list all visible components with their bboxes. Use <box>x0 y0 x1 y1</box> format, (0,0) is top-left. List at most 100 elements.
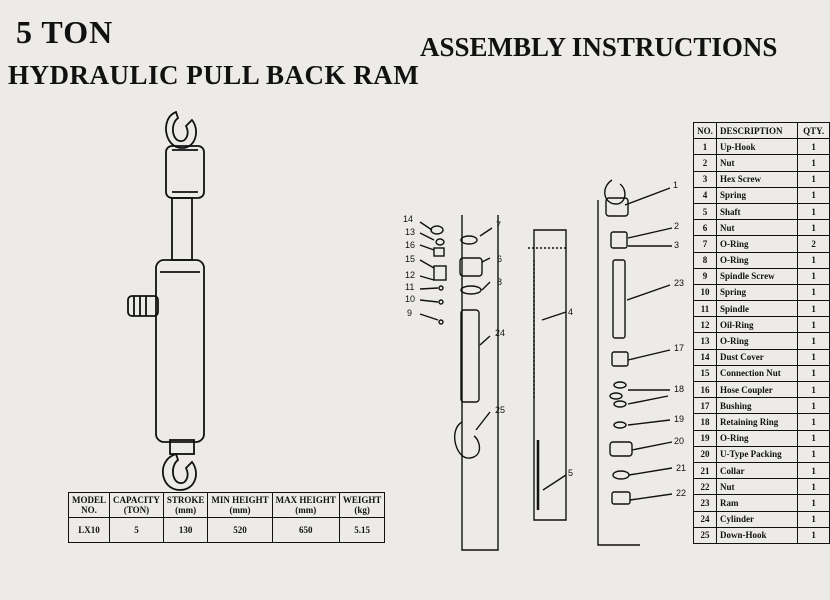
callout-14: 14 <box>403 214 414 224</box>
part-no: 19 <box>693 429 717 447</box>
part-description: U-Type Packing <box>715 445 799 463</box>
parts-header-description: DESCRIPTION <box>715 121 799 140</box>
part-qty: 1 <box>797 478 830 496</box>
part-qty: 1 <box>797 364 830 383</box>
callout-12: 12 <box>405 270 416 280</box>
spec-header-stroke: STROKE(mm) <box>162 492 209 518</box>
part-no: 24 <box>693 510 717 528</box>
spec-header-min-height: MIN HEIGHT(mm) <box>207 492 273 518</box>
part-qty: 1 <box>797 526 830 544</box>
part-no: 23 <box>693 494 717 512</box>
part-no: 5 <box>693 202 717 221</box>
callout-1: 1 <box>673 180 679 190</box>
parts-header-qty: QTY. <box>797 121 830 140</box>
part-qty: 1 <box>797 413 830 431</box>
spec-header-capacity: CAPACITY(TON) <box>109 492 164 518</box>
part-description: Dust Cover <box>715 348 799 366</box>
callout-24: 24 <box>495 328 506 338</box>
part-description: Hose Coupler <box>715 380 799 399</box>
part-description: Spindle <box>715 300 799 318</box>
part-description: O-Ring <box>715 235 799 253</box>
part-no: 15 <box>693 364 717 383</box>
part-description: O-Ring <box>715 332 799 350</box>
part-no: 18 <box>693 413 717 431</box>
part-qty: 1 <box>797 380 830 399</box>
callout-2: 2 <box>674 221 680 231</box>
part-no: 25 <box>693 526 717 544</box>
spec-max-height: 650 <box>271 517 340 543</box>
part-no: 12 <box>693 316 717 334</box>
part-qty: 1 <box>797 219 830 237</box>
part-no: 4 <box>693 186 717 204</box>
callout-4: 4 <box>568 307 574 317</box>
spec-min-height: 520 <box>207 517 273 543</box>
callout-13: 13 <box>405 227 416 237</box>
spec-capacity: 5 <box>109 517 164 543</box>
part-qty: 1 <box>797 251 830 269</box>
cylinder-body <box>155 259 205 443</box>
part-description: Shaft <box>715 202 799 221</box>
part-qty: 1 <box>797 332 830 350</box>
part-no: 1 <box>693 138 717 156</box>
top-coupler <box>165 145 205 199</box>
capacity-title: 5 TON <box>16 14 114 50</box>
part-no: 7 <box>693 235 717 253</box>
part-description: Bushing <box>715 397 799 415</box>
callout-5: 5 <box>568 468 574 478</box>
part-qty: 1 <box>797 510 830 528</box>
part-qty: 1 <box>797 154 830 172</box>
product-title: HYDRAULIC PULL BACK RAM <box>8 60 420 90</box>
spec-header-weight: WEIGHT(kg) <box>338 492 386 518</box>
callout-16: 16 <box>405 240 416 250</box>
top-hook-icon <box>165 110 197 149</box>
part-qty: 1 <box>797 138 830 156</box>
callout-22: 22 <box>676 488 687 498</box>
part-description: Oil-Ring <box>715 316 799 334</box>
callout-6: 6 <box>497 254 503 264</box>
spec-data-row: LX10 5 130 520 650 5.15 <box>67 517 386 543</box>
part-description: Spring <box>715 186 799 204</box>
part-description: Spring <box>715 283 799 302</box>
part-description: Nut <box>715 219 799 237</box>
callout-8: 8 <box>497 277 503 287</box>
part-description: Connection Nut <box>715 364 799 383</box>
part-qty: 1 <box>797 348 830 366</box>
part-qty: 1 <box>797 494 830 512</box>
callout-17: 17 <box>674 343 685 353</box>
part-qty: 2 <box>797 235 830 253</box>
part-qty: 1 <box>797 429 830 447</box>
part-no: 9 <box>693 267 717 285</box>
assembly-title: ASSEMBLY INSTRUCTIONS <box>420 32 778 62</box>
callout-19: 19 <box>674 414 685 424</box>
part-qty: 1 <box>797 283 830 302</box>
part-description: O-Ring <box>715 429 799 447</box>
hose-coupler-icon <box>127 295 159 317</box>
part-qty: 1 <box>797 397 830 415</box>
